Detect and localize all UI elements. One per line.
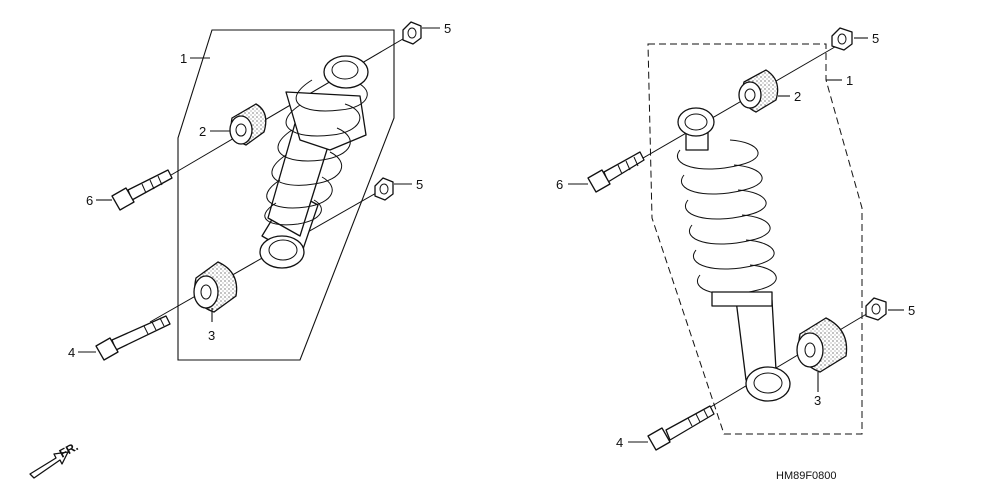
left-callout-lower-nut: 5 bbox=[416, 177, 423, 192]
right-upper-nut bbox=[831, 27, 853, 51]
left-assembly: 1 2 3 4 5 5 6 bbox=[68, 21, 451, 361]
left-upper-nut bbox=[402, 21, 422, 45]
left-callout-lower-bushing: 3 bbox=[208, 328, 215, 343]
left-upper-bushing bbox=[229, 103, 267, 146]
left-upper-bolt bbox=[111, 169, 173, 211]
drawing-code: HM89F0800 bbox=[776, 470, 837, 482]
left-shock-absorber bbox=[259, 55, 369, 269]
left-callout-upper-nut: 5 bbox=[444, 21, 451, 36]
right-upper-bolt bbox=[587, 151, 645, 193]
left-lower-nut bbox=[374, 177, 394, 201]
right-callout-shock-absorber: 1 bbox=[846, 73, 853, 88]
right-callout-upper-bolt: 6 bbox=[556, 177, 563, 192]
left-group-frame bbox=[177, 29, 395, 361]
left-callout-shock-absorber: 1 bbox=[180, 51, 187, 66]
right-lower-nut bbox=[865, 297, 887, 321]
right-shock-absorber bbox=[677, 107, 791, 402]
left-callout-upper-bolt: 6 bbox=[86, 193, 93, 208]
right-callout-lower-bushing: 3 bbox=[814, 393, 821, 408]
right-upper-axis bbox=[611, 43, 841, 177]
right-upper-bushing bbox=[738, 69, 779, 113]
right-lower-bolt bbox=[647, 405, 715, 451]
front-direction-marker: FR. bbox=[29, 439, 80, 479]
right-callout-upper-nut: 5 bbox=[872, 31, 879, 46]
right-assembly: 1 2 3 4 5 5 6 bbox=[556, 27, 915, 451]
left-upper-axis bbox=[165, 35, 409, 179]
left-callout-lower-bolt: 4 bbox=[68, 345, 75, 360]
right-callout-lower-nut: 5 bbox=[908, 303, 915, 318]
left-lower-bushing bbox=[193, 261, 238, 313]
right-callout-upper-bushing: 2 bbox=[794, 89, 801, 104]
right-callout-lower-bolt: 4 bbox=[616, 435, 623, 450]
right-lower-axis bbox=[681, 305, 881, 425]
left-callout-upper-bushing: 2 bbox=[199, 124, 206, 139]
left-lower-bolt bbox=[95, 315, 171, 361]
front-arrow-icon bbox=[29, 451, 69, 479]
right-lower-bushing bbox=[796, 317, 848, 373]
